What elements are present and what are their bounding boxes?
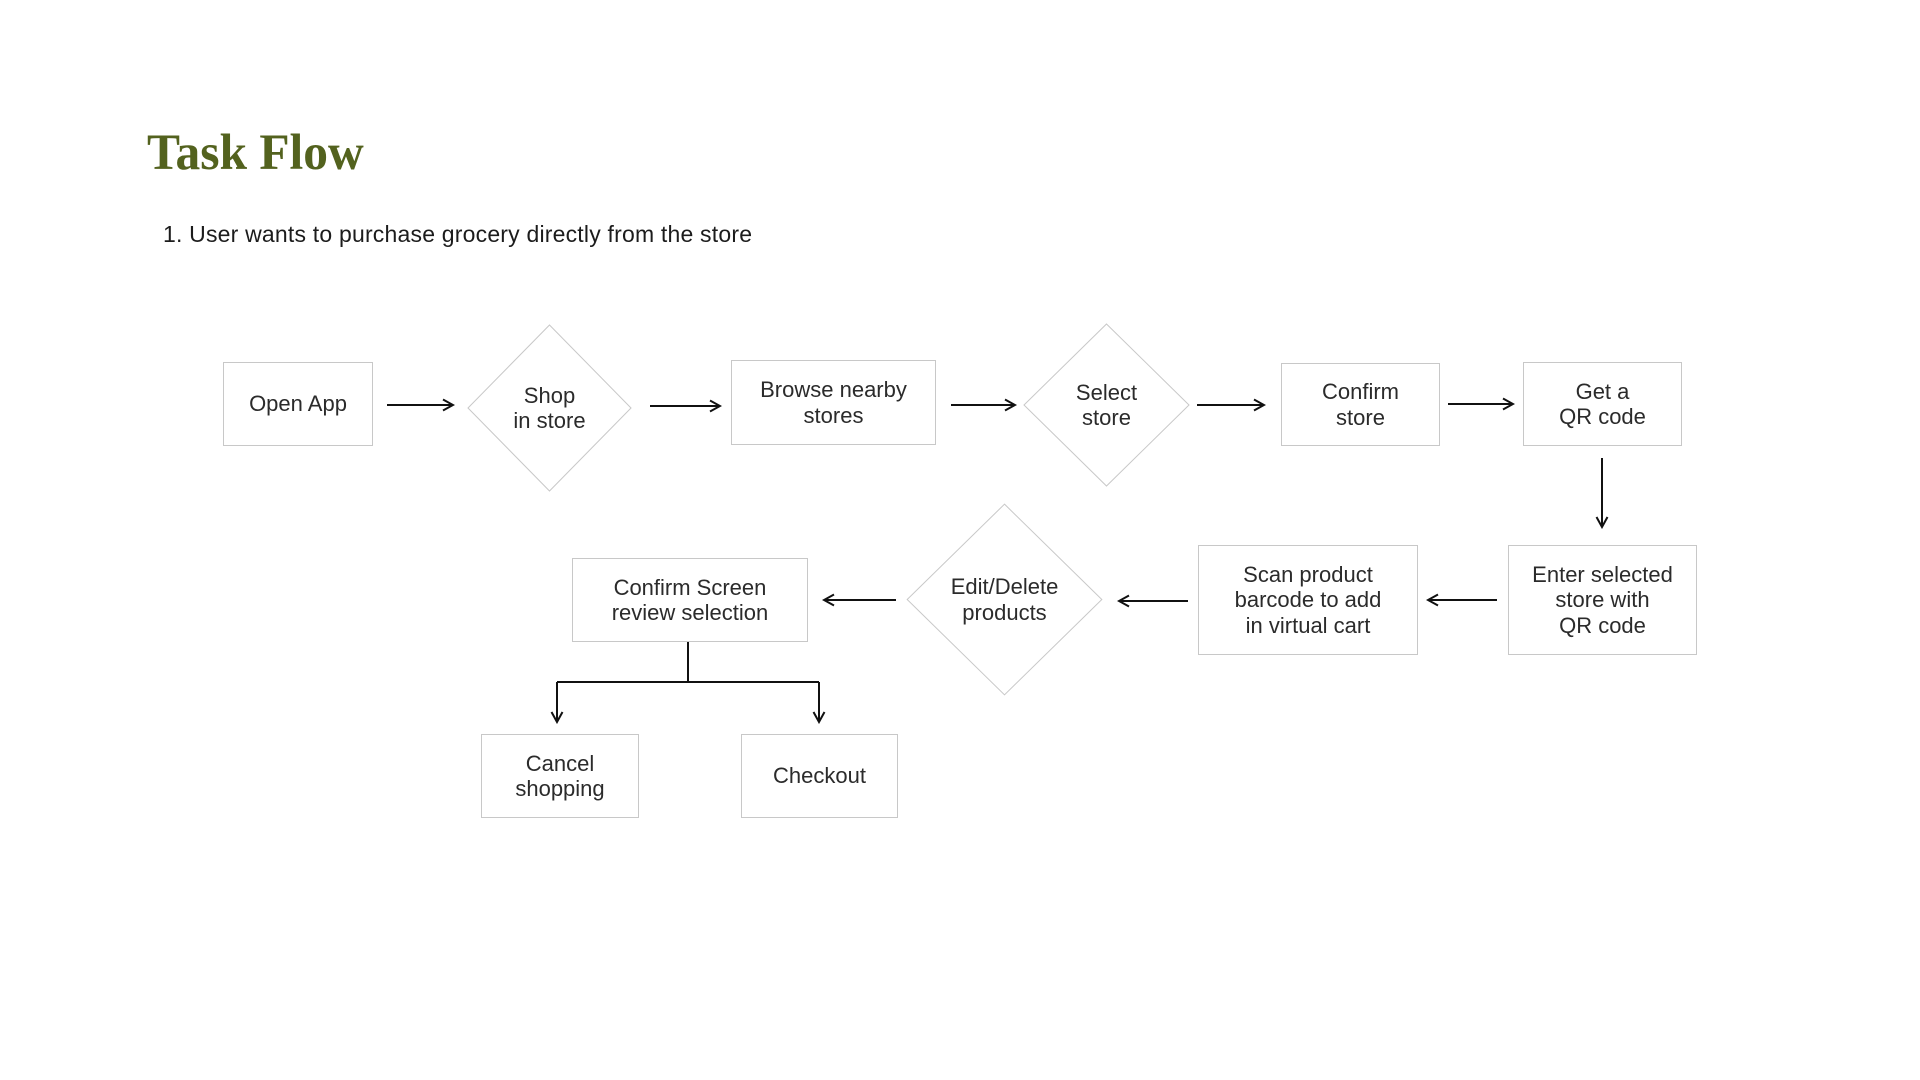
flow-node-shop-in-store: Shop in store (467, 324, 632, 492)
flow-node-checkout: Checkout (741, 734, 898, 818)
flow-node-cancel-shopping: Cancel shopping (481, 734, 639, 818)
flow-node-edit-delete-products: Edit/Delete products (906, 503, 1103, 696)
flow-node-label: Confirm Screen review selection (611, 574, 769, 625)
flow-node-label: Open App (249, 391, 347, 417)
flow-node-browse-nearby-stores: Browse nearby stores (731, 360, 936, 445)
flow-node-confirm-screen: Confirm Screen review selection (572, 558, 808, 642)
flow-node-select-store: Select store (1023, 323, 1190, 487)
flow-node-label: Enter selected store with QR code (1532, 562, 1673, 638)
flow-node-get-a-qr-code: Get a QR code (1523, 362, 1682, 446)
flow-node-label: Cancel shopping (515, 750, 605, 801)
diamond-shape (906, 503, 1103, 696)
flow-node-scan-product-barcode: Scan product barcode to add in virtual c… (1198, 545, 1418, 655)
flow-node-label: Browse nearby stores (760, 377, 907, 428)
diamond-shape (1023, 323, 1190, 487)
flow-node-open-app: Open App (223, 362, 373, 446)
flow-node-label: Get a QR code (1559, 378, 1646, 429)
flow-node-label: Checkout (773, 763, 866, 789)
flow-node-label: Select store (1075, 379, 1138, 430)
flow-node-confirm-store: Confirm store (1281, 363, 1440, 446)
page-title: Task Flow (147, 125, 364, 181)
flow-node-label: Scan product barcode to add in virtual c… (1234, 562, 1382, 638)
flow-node-label: Confirm store (1321, 379, 1399, 430)
diamond-shape (467, 324, 632, 492)
flow-node-label: Edit/Delete products (950, 574, 1059, 625)
flow-node-enter-selected-store: Enter selected store with QR code (1508, 545, 1697, 655)
page-subtitle: 1. User wants to purchase grocery direct… (163, 221, 753, 247)
flow-node-label: Shop in store (513, 382, 586, 433)
